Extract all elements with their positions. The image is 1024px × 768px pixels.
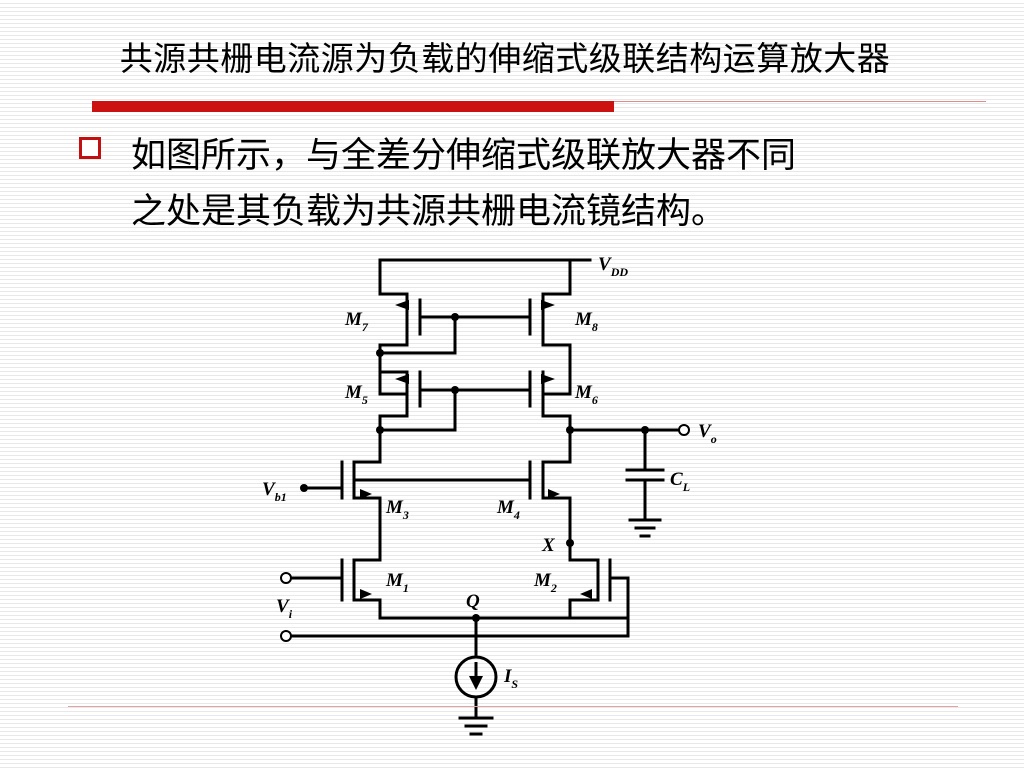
vi-minus-terminal: [280, 630, 292, 642]
slide-title: 共源共栅电流源为负载的伸缩式级联结构运算放大器: [119, 39, 891, 78]
m3-source-arrow: [360, 489, 372, 499]
m4-source-arrow: [548, 489, 560, 499]
m1-source-arrow: [360, 589, 372, 599]
is-label: IS: [503, 666, 518, 691]
title-divider-line: [614, 101, 986, 102]
cl-label: CL: [670, 469, 690, 494]
m5-label: M5: [344, 382, 368, 407]
vo-label: Vo: [698, 421, 717, 446]
vo-terminal: [678, 424, 690, 436]
m5-source-arrow: [395, 374, 409, 384]
hollow-square-bullet-icon: [79, 137, 101, 159]
m2-source-arrow: [580, 589, 592, 599]
tail-ground: [458, 716, 494, 736]
m8-label: M8: [574, 309, 598, 334]
is-arrow: [469, 676, 483, 690]
vi-plus-terminal: [280, 572, 292, 584]
x-node-label: X: [541, 535, 556, 556]
bullet-paragraph: 如图所示，与全差分伸缩式级联放大器不同 之处是其负载为共源共栅电流镜结构。: [131, 128, 991, 240]
m7-source-arrow: [395, 300, 409, 310]
m4-label: M4: [496, 497, 520, 522]
vdd-label: VDD: [598, 254, 628, 279]
bullet-line-1: 如图所示，与全差分伸缩式级联放大器不同: [131, 136, 797, 176]
m7-label: M7: [344, 309, 369, 334]
m6-source-arrow: [541, 374, 555, 384]
vb1-label: Vb1: [262, 479, 287, 504]
bullet-line-2: 之处是其负载为共源共栅电流镜结构。: [131, 192, 727, 232]
title-accent-bar: [92, 101, 614, 112]
cl-ground: [628, 518, 662, 538]
m1-label: M1: [385, 570, 409, 595]
m6-label: M6: [574, 382, 598, 407]
footer-divider-line: [68, 706, 958, 707]
m2-label: M2: [533, 570, 557, 595]
m8-source-arrow: [541, 300, 555, 310]
m3-label: M3: [385, 497, 409, 522]
q-node-label: Q: [466, 591, 480, 612]
vi-label: Vi: [276, 596, 293, 621]
